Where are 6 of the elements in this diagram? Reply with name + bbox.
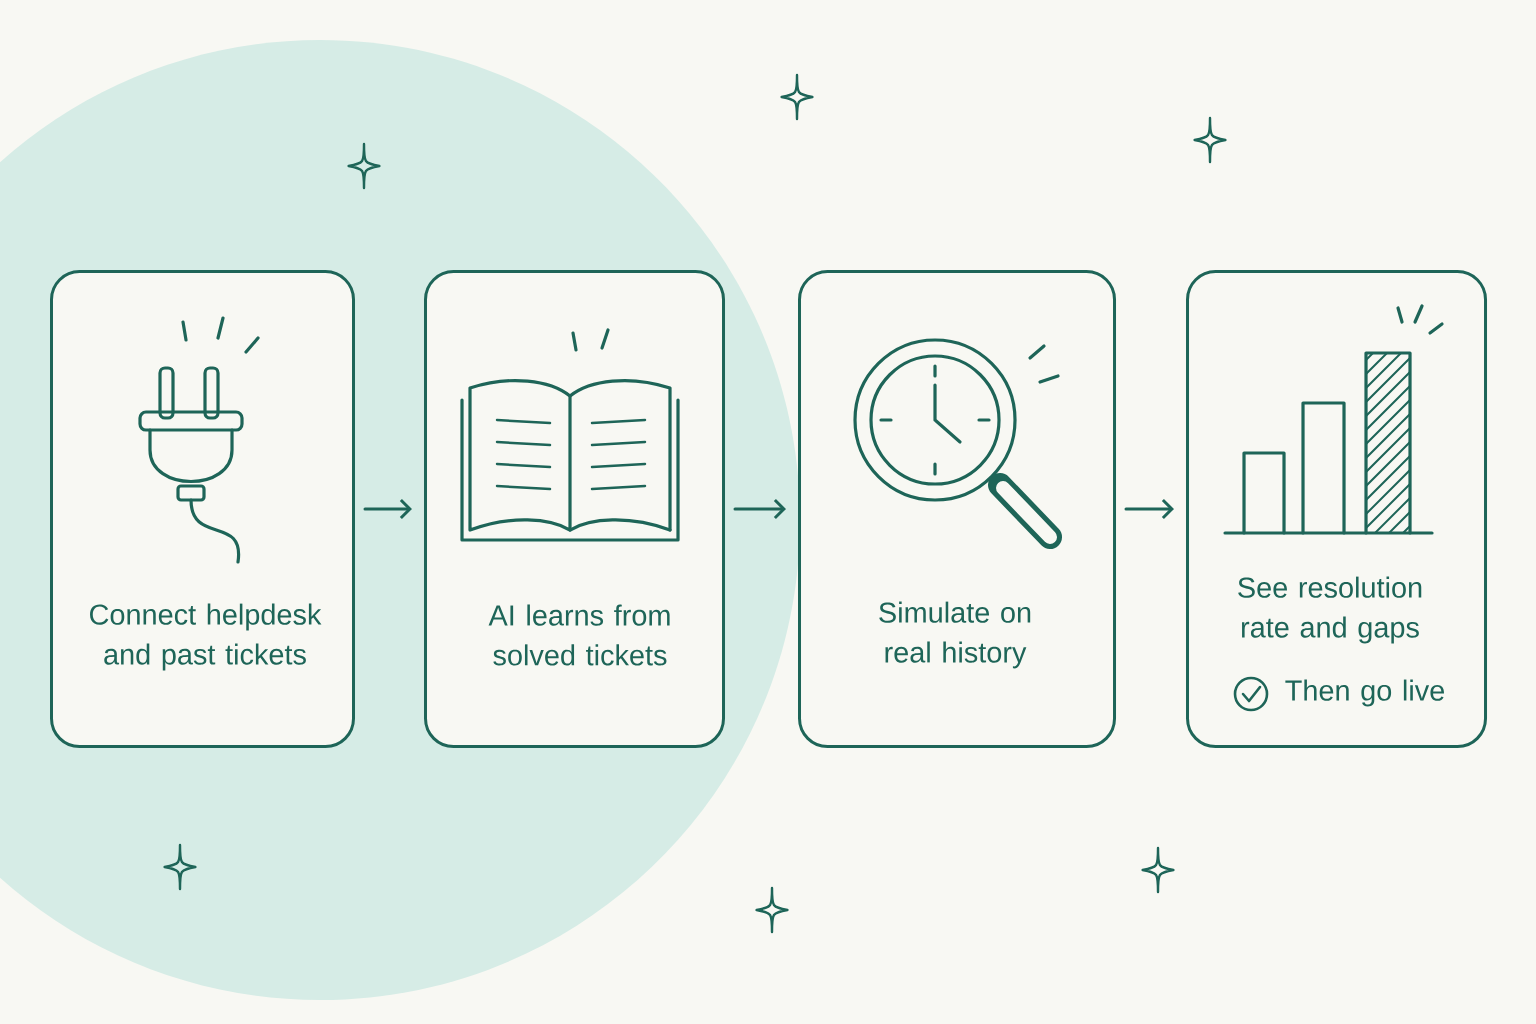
arrow bbox=[363, 498, 412, 520]
step-card: Connect helpdesk and past tickets bbox=[50, 270, 355, 748]
step-card: See resolution rate and gaps Then go live bbox=[1186, 270, 1487, 748]
arrow bbox=[733, 498, 786, 520]
arrow bbox=[1124, 498, 1174, 520]
step-card: AI learns from solved tickets bbox=[424, 270, 725, 748]
